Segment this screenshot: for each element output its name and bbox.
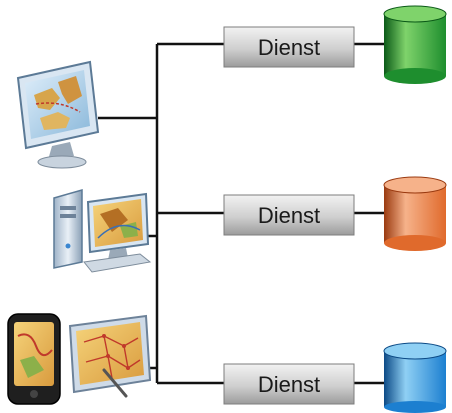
connection-lines (98, 42, 384, 385)
service-box-middle: Dienst (223, 194, 355, 236)
database-icon-blue (383, 342, 447, 413)
mobile-tablet-map-icon (7, 313, 152, 405)
desktop-computer-map-icon (53, 189, 152, 273)
service-label: Dienst (258, 203, 320, 228)
service-label: Dienst (258, 372, 320, 397)
database-icon-green (383, 5, 447, 84)
service-label: Dienst (258, 35, 320, 60)
monitor-map-icon (16, 60, 100, 169)
service-box-bottom: Dienst (223, 363, 355, 405)
service-box-top: Dienst (223, 26, 355, 68)
database-icon-orange (383, 176, 447, 251)
